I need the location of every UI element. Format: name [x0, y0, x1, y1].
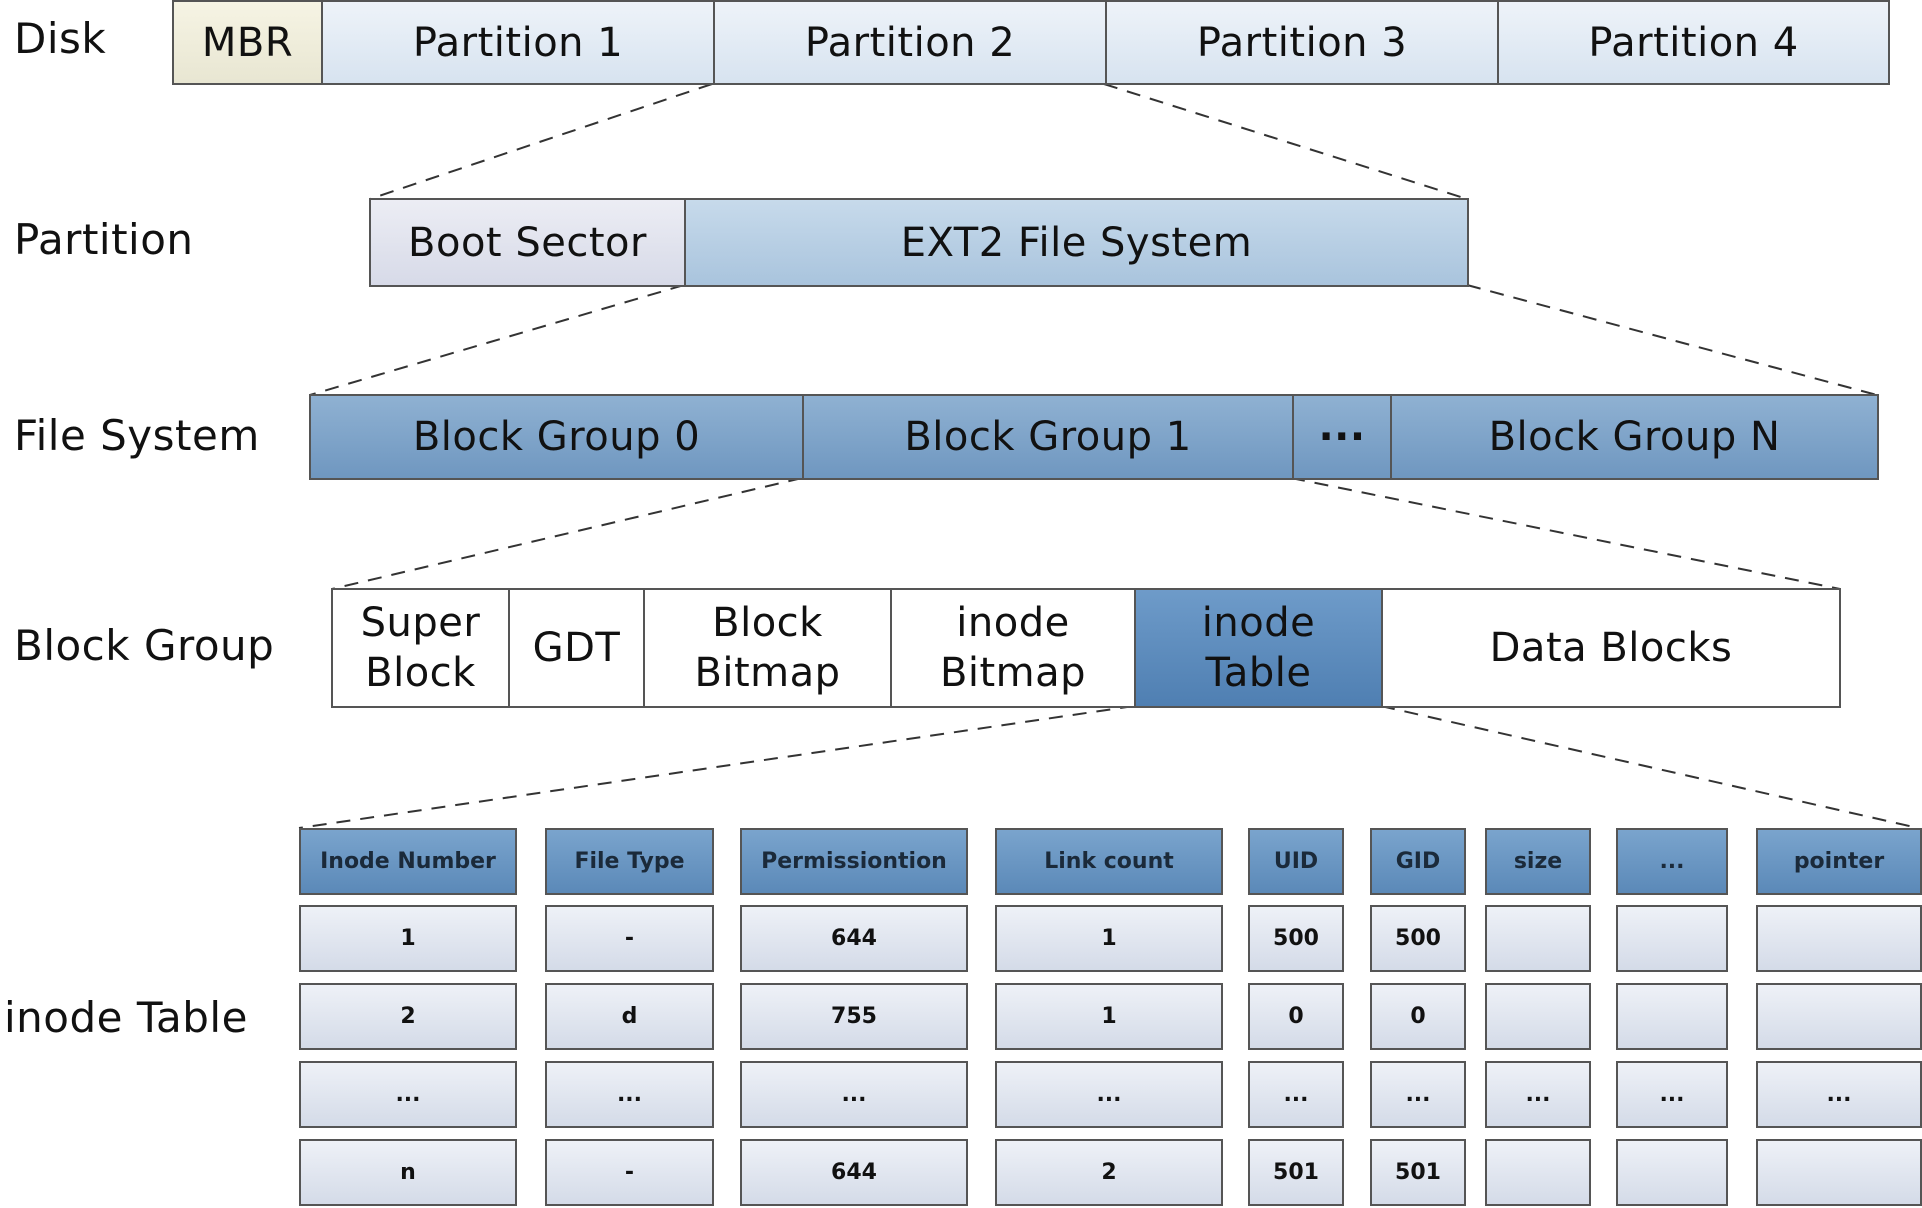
- block-group-row: Super Block GDT Block Bitmap inode Bitma…: [331, 588, 1841, 708]
- inode-header-inode-number: Inode Number: [299, 828, 517, 895]
- inode-cell-r4-link-count: 2: [995, 1139, 1223, 1206]
- inode-cell-r1-file-type: -: [545, 905, 714, 972]
- gdt-box: GDT: [510, 590, 645, 706]
- inode-cell-r3-link-count: ...: [995, 1061, 1223, 1128]
- partition-2-box: Partition 2: [715, 2, 1107, 83]
- partition-3-box: Partition 3: [1107, 2, 1499, 83]
- inode-cell-r3-ellipsis: ...: [1616, 1061, 1728, 1128]
- ext2-file-system-box: EXT2 File System: [686, 200, 1467, 285]
- block-group-n-box: Block Group N: [1392, 396, 1877, 478]
- inode-table-box: inode Table: [1136, 590, 1383, 706]
- super-block-box: Super Block: [333, 590, 510, 706]
- inode-cell-r1-permission: 644: [740, 905, 968, 972]
- inode-cell-r4-file-type: -: [545, 1139, 714, 1206]
- inode-header-uid: UID: [1248, 828, 1344, 895]
- inode-cell-r2-file-type: d: [545, 983, 714, 1050]
- inode-cell-r2-link-count: 1: [995, 983, 1223, 1050]
- disk-row: MBR Partition 1 Partition 2 Partition 3 …: [172, 0, 1890, 85]
- inode-cell-r4-size: [1485, 1139, 1591, 1206]
- inode-cell-r2-inode-number: 2: [299, 983, 517, 1050]
- inode-cell-r1-size: [1485, 905, 1591, 972]
- level-label-inode-table: inode Table: [4, 993, 248, 1042]
- partition-4-box: Partition 4: [1499, 2, 1888, 83]
- inode-cell-r3-uid: ...: [1248, 1061, 1344, 1128]
- inode-cell-r1-link-count: 1: [995, 905, 1223, 972]
- inode-cell-r2-permission: 755: [740, 983, 968, 1050]
- inode-header-permission: Permissiontion: [740, 828, 968, 895]
- inode-cell-r4-gid: 501: [1370, 1139, 1466, 1206]
- mbr-box: MBR: [174, 2, 323, 83]
- inode-cell-r3-pointer: ...: [1756, 1061, 1922, 1128]
- block-bitmap-box: Block Bitmap: [645, 590, 892, 706]
- level-label-partition: Partition: [14, 215, 194, 264]
- inode-header-gid: GID: [1370, 828, 1466, 895]
- inode-header-link-count: Link count: [995, 828, 1223, 895]
- ellipsis-box: ···: [1294, 396, 1392, 478]
- inode-cell-r4-ellipsis: [1616, 1139, 1728, 1206]
- block-group-1-box: Block Group 1: [804, 396, 1294, 478]
- inode-cell-r3-permission: ...: [740, 1061, 968, 1128]
- inode-header-size: size: [1485, 828, 1591, 895]
- data-blocks-box: Data Blocks: [1383, 590, 1839, 706]
- partition-1-box: Partition 1: [323, 2, 715, 83]
- inode-cell-r3-file-type: ...: [545, 1061, 714, 1128]
- inode-cell-r1-ellipsis: [1616, 905, 1728, 972]
- inode-cell-r1-pointer: [1756, 905, 1922, 972]
- inode-cell-r4-uid: 501: [1248, 1139, 1344, 1206]
- level-label-file-system: File System: [14, 411, 260, 460]
- level-label-block-group: Block Group: [14, 621, 275, 670]
- inode-cell-r2-ellipsis: [1616, 983, 1728, 1050]
- inode-cell-r2-gid: 0: [1370, 983, 1466, 1050]
- inode-cell-r3-size: ...: [1485, 1061, 1591, 1128]
- inode-bitmap-box: inode Bitmap: [892, 590, 1136, 706]
- inode-cell-r2-size: [1485, 983, 1591, 1050]
- inode-header-ellipsis: ...: [1616, 828, 1728, 895]
- inode-cell-r3-gid: ...: [1370, 1061, 1466, 1128]
- inode-cell-r1-inode-number: 1: [299, 905, 517, 972]
- file-system-row: Block Group 0 Block Group 1 ··· Block Gr…: [309, 394, 1879, 480]
- inode-cell-r4-permission: 644: [740, 1139, 968, 1206]
- inode-cell-r1-uid: 500: [1248, 905, 1344, 972]
- inode-cell-r4-pointer: [1756, 1139, 1922, 1206]
- block-group-0-box: Block Group 0: [311, 396, 804, 478]
- partition-row: Boot Sector EXT2 File System: [369, 198, 1469, 287]
- inode-header-file-type: File Type: [545, 828, 714, 895]
- inode-cell-r4-inode-number: n: [299, 1139, 517, 1206]
- boot-sector-box: Boot Sector: [371, 200, 686, 285]
- level-label-disk: Disk: [14, 14, 107, 63]
- inode-cell-r2-pointer: [1756, 983, 1922, 1050]
- inode-cell-r1-gid: 500: [1370, 905, 1466, 972]
- inode-header-pointer: pointer: [1756, 828, 1922, 895]
- inode-cell-r3-inode-number: ...: [299, 1061, 517, 1128]
- inode-cell-r2-uid: 0: [1248, 983, 1344, 1050]
